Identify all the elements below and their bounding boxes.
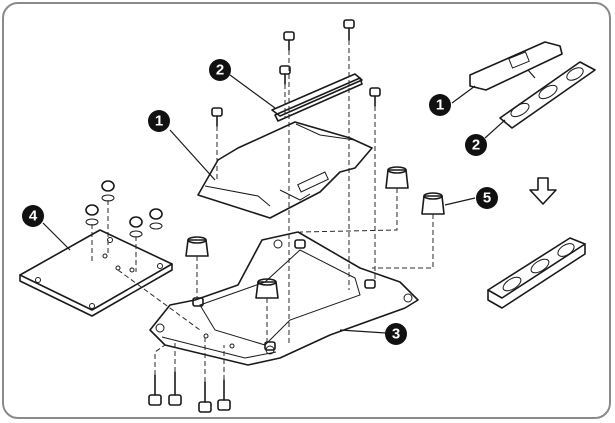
assembled-detail [487,237,586,309]
svg-text:3: 3 [392,326,400,343]
svg-text:4: 4 [29,208,38,225]
callout-3: 3 [385,323,407,345]
small-plate [19,229,173,317]
base-plate [149,231,419,366]
standoff-nuts [192,239,376,351]
callout-leaders [42,74,506,334]
svg-text:1: 1 [436,97,444,114]
callout-1: 1 [148,110,170,132]
callout-2-detail: 2 [465,134,487,156]
nuts-washers [85,180,163,238]
detail-view-parts [469,41,596,129]
svg-text:1: 1 [155,113,163,130]
callout-2: 2 [209,59,231,81]
svg-text:2: 2 [472,137,480,154]
mounting-bracket [271,73,363,122]
callout-1-detail: 1 [429,94,451,116]
callout-4: 4 [22,205,44,227]
svg-text:2: 2 [216,62,224,79]
top-screws [211,19,381,127]
arrow-down-icon [529,177,557,205]
rubber-cushions [185,166,445,299]
svg-text:5: 5 [483,190,491,207]
callout-5: 5 [476,187,498,209]
alignment-lines [91,40,434,382]
diagram-frame [2,2,611,419]
cover-plate [197,121,373,219]
bottom-bolts [148,371,231,413]
